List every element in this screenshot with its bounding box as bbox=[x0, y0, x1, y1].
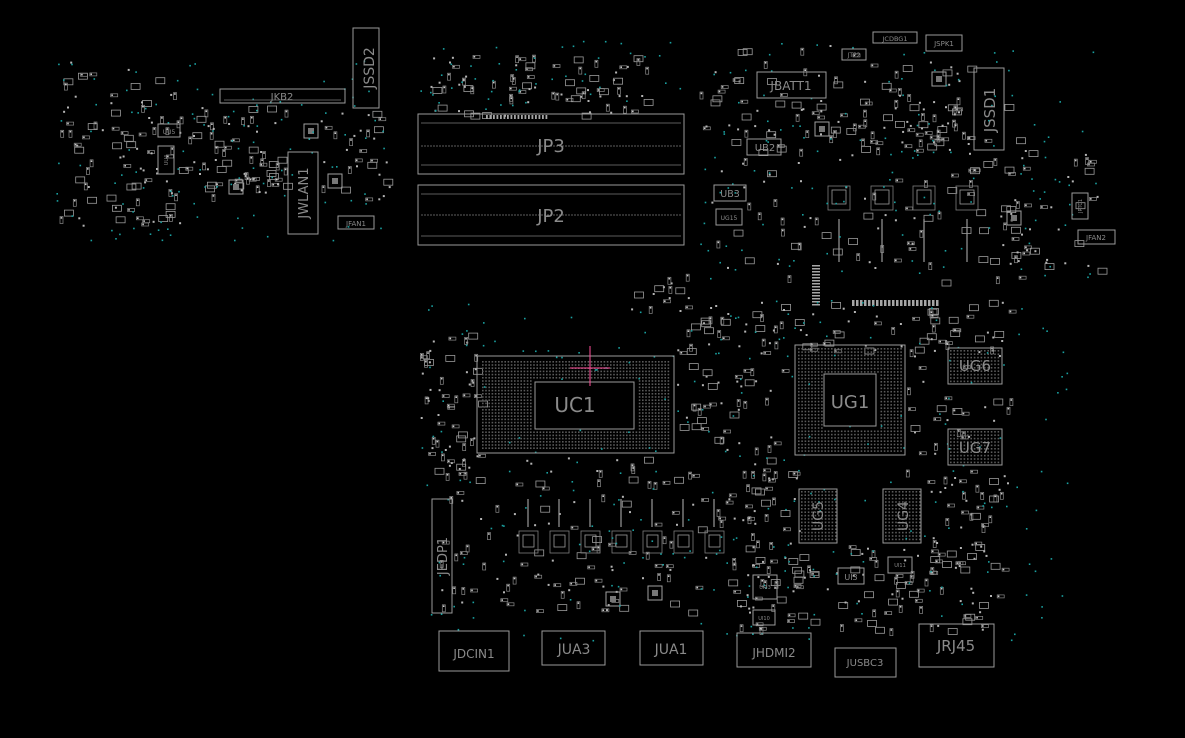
connector-jkb2[interactable]: JKB2 bbox=[219, 88, 346, 104]
connector-jp2[interactable]: JP2 bbox=[417, 184, 685, 246]
label-ub2: UB2 bbox=[755, 143, 776, 154]
chip-ub2[interactable]: UB2 bbox=[746, 138, 782, 156]
small-components-layer bbox=[59, 45, 1108, 636]
label-jrtc1: JRTC1 bbox=[1078, 199, 1084, 214]
connector-jua1[interactable]: JUA1 bbox=[639, 630, 704, 666]
label-uu5: UU5 bbox=[163, 129, 176, 136]
chip-uu4[interactable]: UU4 bbox=[157, 145, 175, 175]
label-ug7: UG7 bbox=[959, 439, 991, 457]
label-ug1: UG1 bbox=[831, 392, 870, 413]
connector-jhdmi2[interactable]: JHDMI2 bbox=[736, 632, 812, 668]
connector-jua3[interactable]: JUA3 bbox=[541, 630, 606, 666]
label-jssd2: JSSD2 bbox=[362, 47, 378, 90]
chip-ug4[interactable]: UG4 bbox=[882, 488, 922, 544]
chip-ug6[interactable]: UG6 bbox=[947, 347, 1003, 385]
chip-ui10[interactable]: UI10 bbox=[752, 609, 776, 626]
connector-jfan2[interactable]: JFAN2 bbox=[1077, 229, 1116, 245]
connector-jfan1[interactable]: JFAN1 bbox=[337, 215, 375, 230]
label-uu4: UU4 bbox=[164, 155, 170, 166]
connector-jedp1[interactable]: JEDP1 bbox=[431, 498, 453, 614]
connector-jspk1[interactable]: JSPK1 bbox=[925, 34, 963, 52]
label-jwlan1: JWLAN1 bbox=[297, 167, 312, 219]
label-jp3: JP3 bbox=[536, 136, 565, 157]
label-jp2: JP2 bbox=[536, 206, 565, 227]
connector-jssd1[interactable]: JSSD1 bbox=[973, 67, 1005, 151]
connector-jp3[interactable]: JP3 bbox=[417, 113, 685, 175]
chip-uc1-cpu[interactable]: UC1 bbox=[476, 346, 675, 454]
label-jua3: JUA3 bbox=[557, 642, 591, 658]
connector-jusbc3[interactable]: JUSBC3 bbox=[834, 647, 897, 678]
connector-jrj45[interactable]: JRJ45 bbox=[918, 623, 995, 668]
label-jkb2: JKB2 bbox=[270, 92, 294, 103]
connector-jwlan1[interactable]: JWLAN1 bbox=[287, 151, 319, 235]
label-jcdbg1: JCDBG1 bbox=[882, 35, 908, 43]
label-jssd1: JSSD1 bbox=[981, 88, 999, 134]
label-jfan1: JFAN1 bbox=[345, 220, 366, 228]
label-ub3: UB3 bbox=[720, 189, 740, 200]
chip-ui13[interactable]: UI13 bbox=[752, 574, 778, 600]
label-jbatt1: JBATT1 bbox=[769, 79, 811, 93]
label-uc1: UC1 bbox=[554, 393, 595, 417]
label-jedp1: JEDP1 bbox=[436, 537, 451, 576]
connector-jbatt1[interactable]: JBATT1 bbox=[756, 71, 827, 99]
label-jfan2: JFAN2 bbox=[1085, 234, 1106, 242]
testpoints-layer bbox=[56, 40, 1097, 642]
label-ug15: UG15 bbox=[721, 215, 738, 222]
label-jhdmi2: JHDMI2 bbox=[751, 646, 795, 660]
label-ug4: UG4 bbox=[896, 501, 912, 531]
chip-ug5[interactable]: UG5 bbox=[798, 488, 838, 544]
chip-ug15[interactable]: UG15 bbox=[715, 208, 743, 226]
chip-ug7[interactable]: UG7 bbox=[947, 428, 1003, 466]
chip-ui3[interactable]: UI3 bbox=[837, 567, 865, 585]
label-ug6: UG6 bbox=[959, 357, 991, 375]
chip-ub3[interactable]: UB3 bbox=[713, 184, 747, 202]
label-ug5: UG5 bbox=[811, 501, 827, 531]
label-jdcin1: JDCIN1 bbox=[452, 647, 494, 661]
chip-uu5[interactable]: UU5 bbox=[157, 123, 181, 138]
connector-jcdbg1[interactable]: JCDBG1 bbox=[872, 31, 918, 44]
connector-jssd2[interactable]: JSSD2 bbox=[352, 27, 380, 109]
label-ui3: UI3 bbox=[844, 573, 857, 582]
label-ui13: UI13 bbox=[759, 585, 771, 591]
label-jtp2: JTP2 bbox=[847, 52, 861, 59]
label-ui10: UI10 bbox=[758, 616, 770, 622]
connector-jtp2[interactable]: JTP2 bbox=[841, 48, 867, 61]
chip-ug1-gpu[interactable]: UG1 bbox=[794, 344, 906, 456]
chip-ui11[interactable]: UI11 bbox=[887, 556, 913, 574]
label-jrj45: JRJ45 bbox=[936, 637, 975, 655]
connector-jdcin1[interactable]: JDCIN1 bbox=[438, 630, 510, 672]
label-jspk1: JSPK1 bbox=[933, 40, 954, 48]
connector-jrtc1[interactable]: JRTC1 bbox=[1071, 192, 1089, 220]
label-jusbc3: JUSBC3 bbox=[846, 658, 884, 669]
label-ui11: UI11 bbox=[894, 563, 906, 569]
label-jua1: JUA1 bbox=[654, 642, 688, 658]
